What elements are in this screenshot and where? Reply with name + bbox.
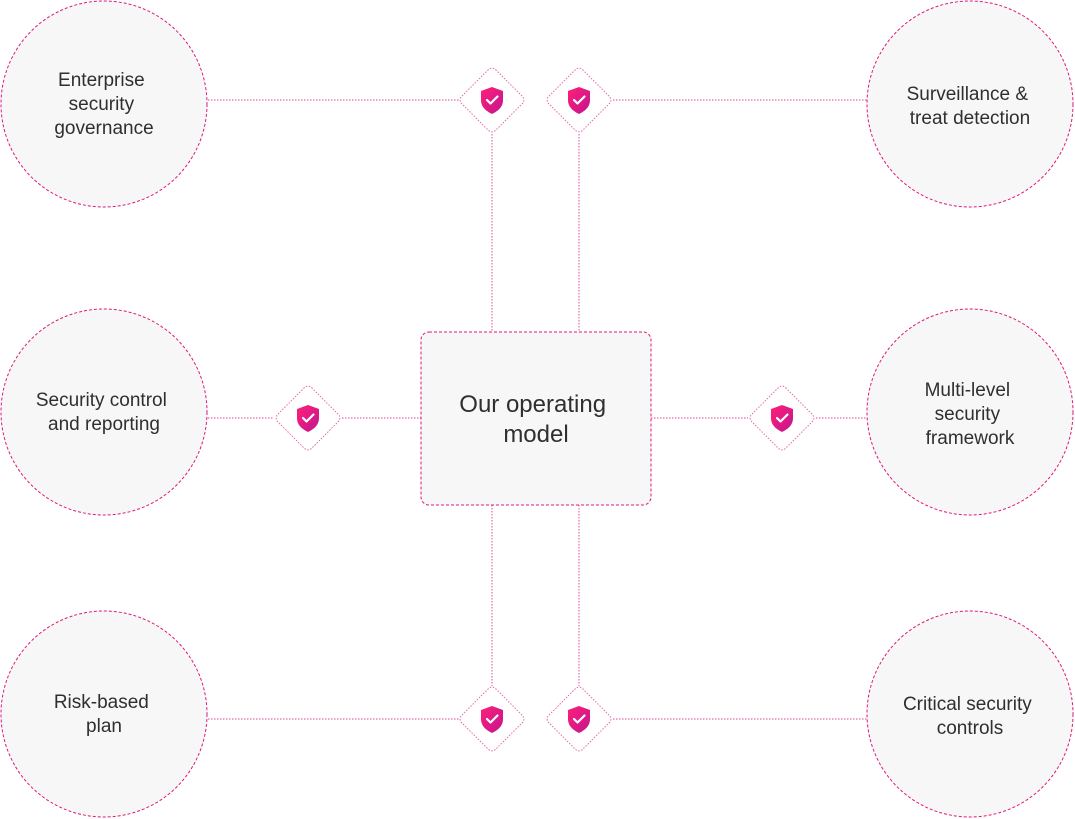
node-label-bottom-left: Risk-based plan (54, 692, 154, 737)
node-label-line: treat detection (910, 108, 1030, 129)
node-circle-top-right (866, 0, 1074, 208)
center-label: Our operating model (459, 391, 612, 448)
node-label-line: Surveillance & (907, 84, 1029, 105)
center-label-line-1: Our operating (459, 391, 606, 418)
shield-check-icon (275, 385, 341, 451)
node-label-mid-left: Security control and reporting (36, 390, 172, 435)
node-circle-top-left (0, 0, 208, 208)
node-label-line: Risk-based (54, 692, 149, 713)
node-label-line: plan (86, 716, 122, 737)
node-circle-bottom-left (0, 610, 208, 818)
node-label-top-left: Enterprise security governance (54, 70, 153, 139)
node-label-line: governance (54, 118, 153, 139)
shield-badges (275, 67, 815, 752)
node-label-line: Enterprise (58, 70, 145, 91)
node-label-line: and reporting (48, 414, 160, 435)
node-circle-bottom-right (866, 610, 1074, 818)
node-label-top-right: Surveillance & treat detection (907, 84, 1034, 129)
node-circle-mid-right (866, 308, 1074, 516)
node-label-line: controls (937, 718, 1004, 739)
node-label-bottom-right: Critical security controls (903, 694, 1037, 739)
shield-check-icon (459, 686, 525, 752)
node-label-mid-right: Multi-level security framework (925, 380, 1016, 449)
node-label-line: security (935, 404, 1001, 425)
shield-check-icon (546, 686, 612, 752)
node-label-line: Security control (36, 390, 167, 411)
connector-lines (208, 99, 867, 720)
center-label-line-2: model (503, 421, 568, 448)
shield-check-icon (749, 385, 815, 451)
node-label-line: Critical security (903, 694, 1032, 715)
node-circle-mid-left (0, 308, 208, 516)
node-label-line: Multi-level (925, 380, 1011, 401)
shield-check-icon (459, 67, 525, 133)
node-label-line: framework (926, 428, 1015, 449)
shield-check-icon (546, 67, 612, 133)
node-label-line: security (69, 94, 135, 115)
center-box (420, 331, 652, 506)
